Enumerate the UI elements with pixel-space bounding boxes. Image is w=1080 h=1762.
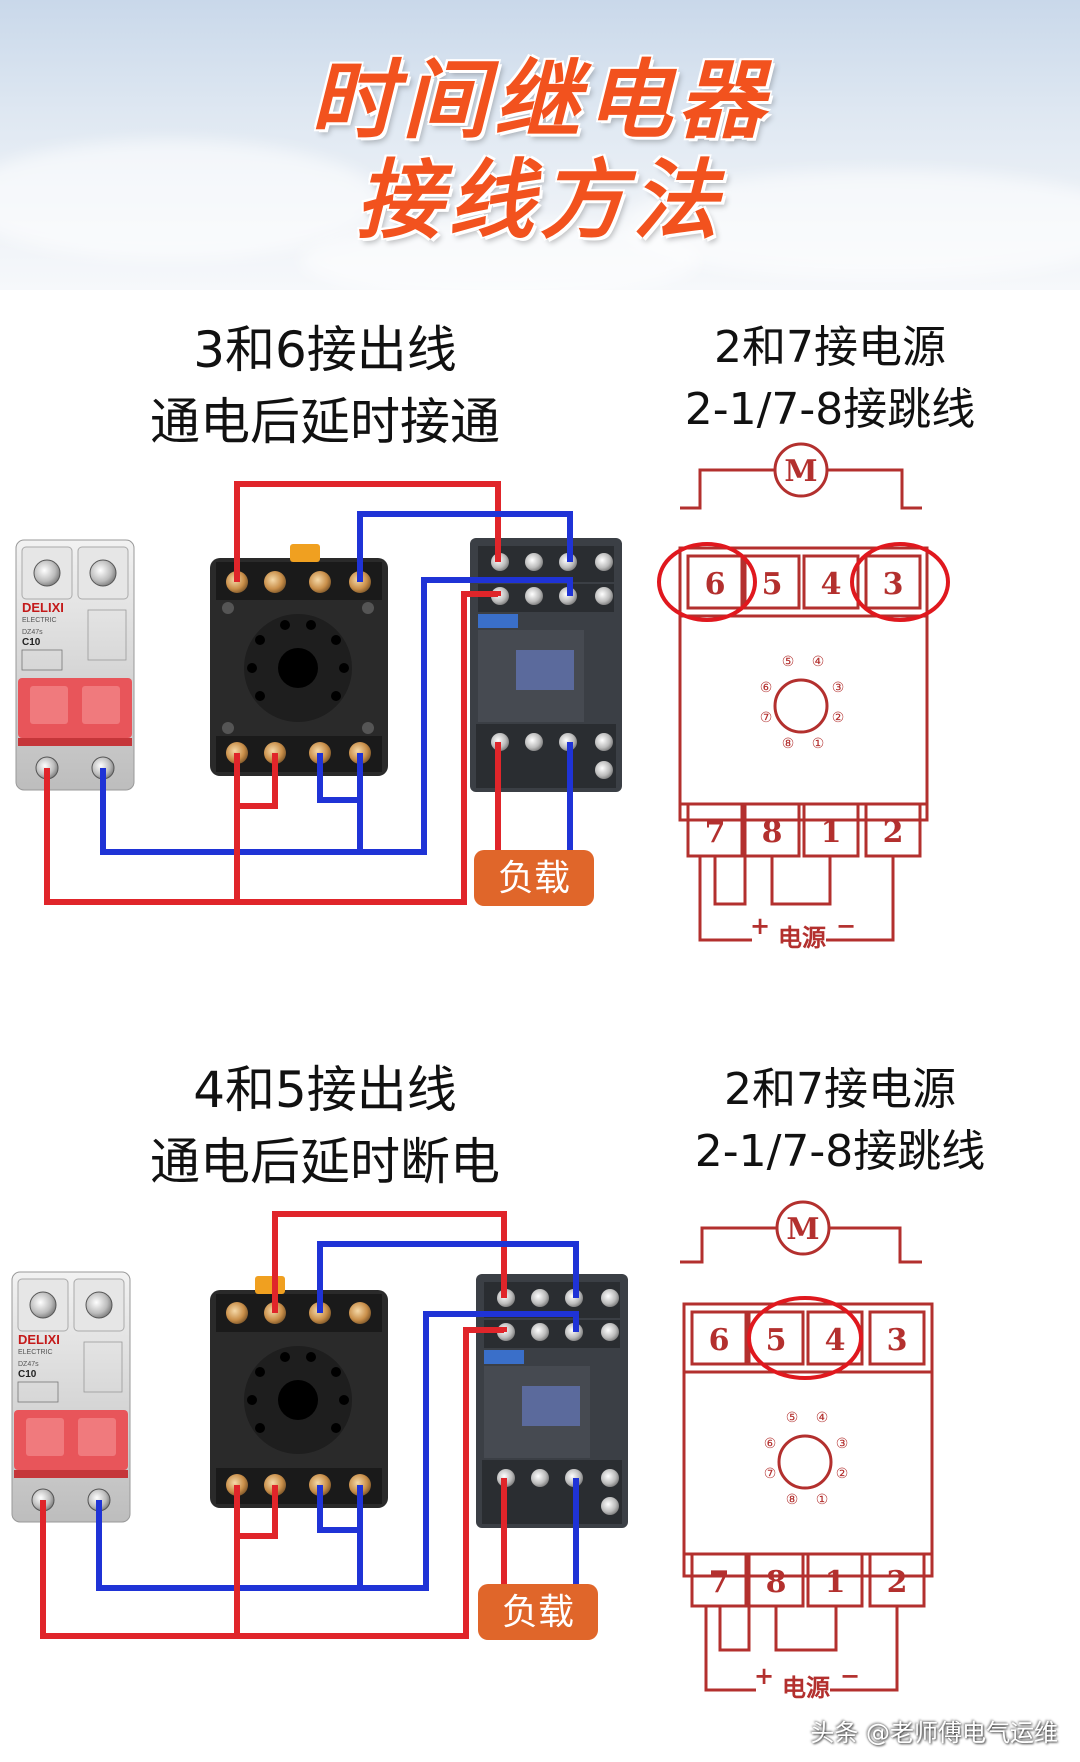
time-relay-base-1 bbox=[210, 544, 388, 776]
svg-text:⑦: ⑦ bbox=[760, 710, 773, 726]
svg-text:7: 7 bbox=[709, 1565, 730, 1600]
svg-text:②: ② bbox=[836, 1466, 849, 1482]
schematic-1-labels: M 6 5 4 3 7 8 1 2 ⑤ ④ ⑥ ③ ⑦ ② ⑧ ① + 电源 − bbox=[705, 454, 904, 952]
svg-text:⑥: ⑥ bbox=[764, 1436, 777, 1452]
red-wire-top-1 bbox=[234, 481, 501, 582]
blue-wire-top-1 bbox=[357, 511, 573, 582]
circuit-breaker-1: DELIXI ELECTRIC DZ47s C10 bbox=[15, 539, 135, 791]
svg-text:3: 3 bbox=[883, 567, 904, 602]
section-2-heading-2: 通电后延时断电 bbox=[150, 1133, 500, 1191]
svg-text:ELECTRIC: ELECTRIC bbox=[22, 617, 57, 624]
svg-text:③: ③ bbox=[832, 680, 845, 696]
highlight-circles-1 bbox=[657, 542, 950, 622]
svg-text:⑦: ⑦ bbox=[764, 1466, 777, 1482]
svg-text:①: ① bbox=[816, 1492, 829, 1508]
highlight-circles-2 bbox=[747, 1296, 863, 1380]
red-wire-loop-1 bbox=[44, 591, 501, 905]
load-label-2: 负载 bbox=[478, 1584, 598, 1640]
blue-jumper-2 bbox=[317, 1485, 363, 1588]
svg-text:6: 6 bbox=[709, 1323, 730, 1358]
svg-text:⑤: ⑤ bbox=[786, 1410, 799, 1426]
blue-jumper-1 bbox=[317, 753, 363, 852]
svg-text:⑧: ⑧ bbox=[782, 736, 795, 752]
section-1-side-1: 2和7接电源 bbox=[714, 322, 946, 373]
contactor-1 bbox=[470, 538, 622, 792]
svg-text:5: 5 bbox=[766, 1323, 787, 1358]
section-2-heading-1: 4和5接出线 bbox=[193, 1061, 457, 1119]
svg-text:C10: C10 bbox=[22, 637, 41, 648]
svg-text:负载: 负载 bbox=[498, 858, 570, 899]
red-jumper-2 bbox=[237, 1485, 278, 1539]
wires-2 bbox=[40, 1211, 579, 1639]
blue-wire-loop-2 bbox=[96, 1311, 579, 1591]
svg-text:+: + bbox=[754, 1661, 774, 1690]
svg-text:⑧: ⑧ bbox=[786, 1492, 799, 1508]
title-line-2: 接线方法 bbox=[356, 151, 724, 251]
wires-1 bbox=[44, 481, 573, 905]
svg-text:DZ47s: DZ47s bbox=[18, 1361, 39, 1368]
svg-text:−: − bbox=[840, 1661, 860, 1690]
breaker-brand-2: DELIXI bbox=[18, 1332, 60, 1347]
schematic-2-labels: M 6 5 4 3 7 8 1 2 ⑤ ④ ⑥ ③ ⑦ ② ⑧ ① + 电源 − bbox=[709, 1212, 908, 1702]
svg-text:②: ② bbox=[832, 710, 845, 726]
time-relay-base-2 bbox=[210, 1276, 388, 1508]
svg-text:C10: C10 bbox=[18, 1369, 37, 1380]
section-2-side-2: 2-1/7-8接跳线 bbox=[694, 1126, 986, 1177]
svg-text:7: 7 bbox=[705, 815, 726, 850]
svg-text:4: 4 bbox=[825, 1323, 846, 1358]
red-wire-loop-2 bbox=[40, 1327, 507, 1639]
blue-wire-loop-1 bbox=[100, 577, 573, 855]
svg-text:8: 8 bbox=[762, 815, 783, 850]
title-line-1: 时间继电器 bbox=[310, 51, 770, 151]
svg-text:2: 2 bbox=[883, 815, 904, 850]
svg-text:1: 1 bbox=[825, 1565, 846, 1600]
svg-text:⑥: ⑥ bbox=[760, 680, 773, 696]
svg-text:⑤: ⑤ bbox=[782, 654, 795, 670]
svg-text:DZ47s: DZ47s bbox=[22, 629, 43, 636]
svg-text:负载: 负载 bbox=[502, 1592, 574, 1633]
watermark: 头条 @老师傅电气运维 bbox=[810, 1719, 1058, 1747]
section-1-heading-1: 3和6接出线 bbox=[193, 321, 457, 379]
svg-text:①: ① bbox=[812, 736, 825, 752]
svg-text:+: + bbox=[750, 911, 770, 940]
red-wire-top-2 bbox=[272, 1211, 507, 1313]
section-1-heading-2: 通电后延时接通 bbox=[150, 393, 500, 451]
title-banner: 时间继电器 接线方法 bbox=[0, 0, 1080, 290]
svg-text:8: 8 bbox=[766, 1565, 787, 1600]
svg-text:3: 3 bbox=[887, 1323, 908, 1358]
relay-schematic-2 bbox=[680, 1200, 934, 1692]
blue-wire-top-2 bbox=[317, 1241, 579, 1313]
breaker-brand-1: DELIXI bbox=[22, 600, 64, 615]
svg-text:M: M bbox=[784, 454, 817, 489]
relay-schematic-1 bbox=[678, 442, 929, 942]
svg-text:④: ④ bbox=[816, 1410, 829, 1426]
red-jumper-1 bbox=[237, 753, 278, 809]
svg-text:④: ④ bbox=[812, 654, 825, 670]
svg-text:5: 5 bbox=[762, 567, 783, 602]
load-label-1: 负载 bbox=[474, 850, 594, 906]
circuit-breaker-2: DELIXI ELECTRIC DZ47s C10 bbox=[11, 1271, 131, 1523]
section-1-side-2: 2-1/7-8接跳线 bbox=[684, 384, 976, 435]
svg-text:−: − bbox=[836, 911, 856, 940]
section-2-side-1: 2和7接电源 bbox=[724, 1064, 956, 1115]
svg-text:2: 2 bbox=[887, 1565, 908, 1600]
svg-text:③: ③ bbox=[836, 1436, 849, 1452]
svg-text:6: 6 bbox=[705, 567, 726, 602]
svg-text:电源: 电源 bbox=[782, 1673, 830, 1702]
svg-text:ELECTRIC: ELECTRIC bbox=[18, 1349, 53, 1356]
svg-text:电源: 电源 bbox=[778, 923, 826, 952]
svg-text:M: M bbox=[786, 1212, 819, 1247]
svg-text:1: 1 bbox=[821, 815, 842, 850]
svg-text:4: 4 bbox=[821, 567, 842, 602]
